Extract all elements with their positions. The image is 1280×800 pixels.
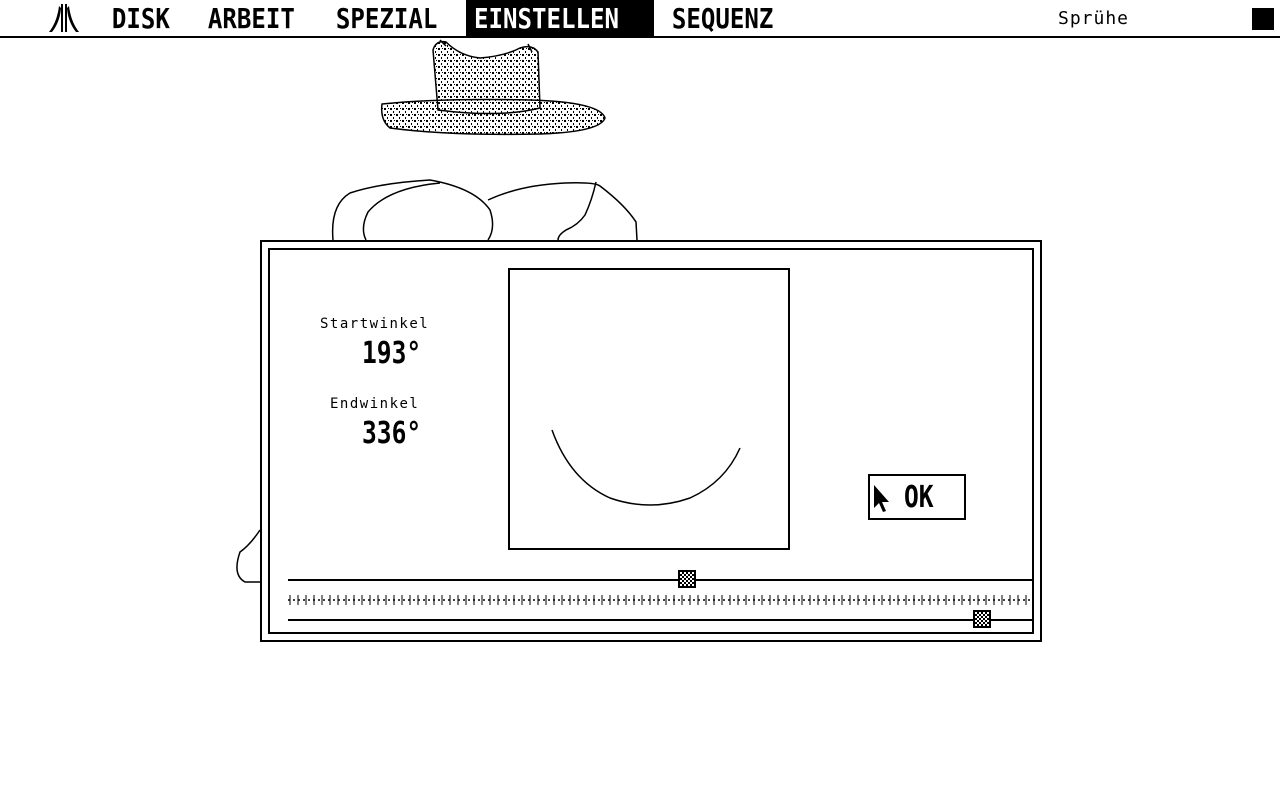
menu-einstellen-label: EINSTELLEN: [474, 2, 619, 35]
atari-logo-icon[interactable]: [46, 2, 82, 34]
menu-einstellen[interactable]: EINSTELLEN: [466, 0, 654, 36]
current-tool-name: Sprühe: [1058, 8, 1130, 29]
menu-bar: DISK ARBEIT SPEZIAL EINSTELLEN SEQUENZ S…: [0, 0, 1280, 38]
figure-outline: [236, 179, 638, 583]
end-angle-label: Endwinkel: [330, 396, 420, 412]
end-angle-slider-thumb[interactable]: [973, 610, 992, 628]
menu-sequenz[interactable]: SEQUENZ: [671, 2, 774, 35]
menu-disk[interactable]: DISK: [111, 2, 170, 35]
arc-preview-drawing: [551, 429, 741, 506]
arc-preview: [508, 268, 790, 550]
color-swatch-icon[interactable]: [1252, 8, 1274, 30]
start-angle-slider-thumb[interactable]: [677, 570, 696, 588]
slider-track: [288, 579, 1032, 621]
dialog-inner-frame: Startwinkel 193° Endwinkel 336° OK: [268, 248, 1034, 634]
menu-spezial[interactable]: SPEZIAL: [335, 2, 438, 35]
hat-drawing: [380, 39, 606, 136]
ok-button[interactable]: OK: [868, 474, 966, 520]
menu-arbeit[interactable]: ARBEIT: [207, 2, 295, 35]
start-angle-value: 193°: [362, 336, 422, 371]
arc-angle-dialog: Startwinkel 193° Endwinkel 336° OK: [260, 240, 1042, 642]
end-angle-value: 336°: [362, 416, 422, 451]
start-angle-label: Startwinkel: [320, 316, 430, 332]
ok-label: OK: [904, 480, 934, 515]
angle-sliders[interactable]: [288, 570, 1032, 632]
mouse-pointer-icon: [874, 485, 889, 512]
